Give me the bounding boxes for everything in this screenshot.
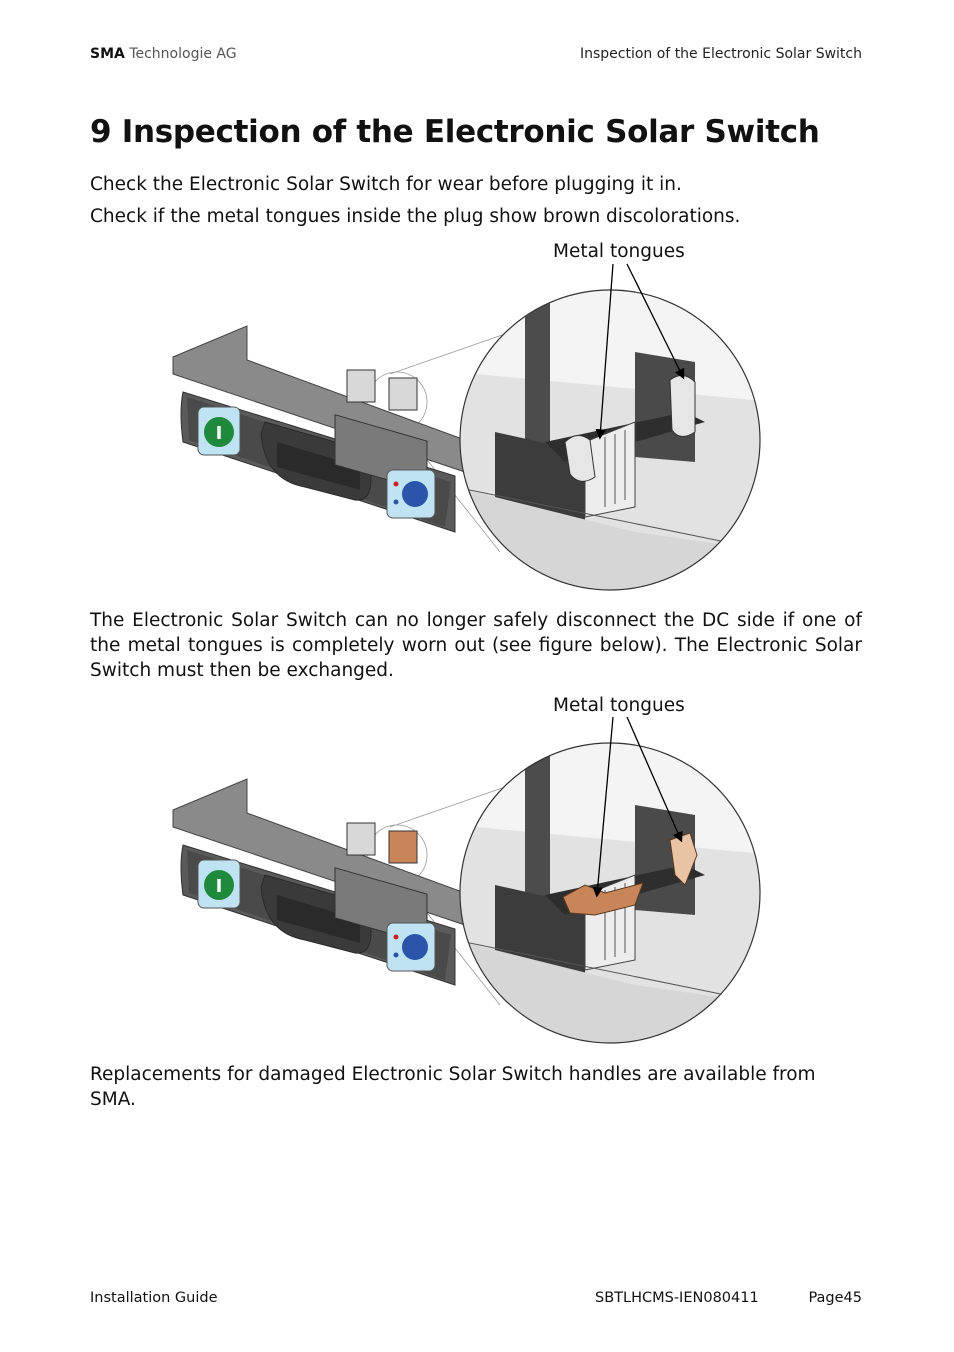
paragraph-replacements: Replacements for damaged Electronic Sola… bbox=[90, 1064, 816, 1110]
on-symbol-1: I bbox=[216, 423, 223, 444]
blue-off-button-1 bbox=[386, 469, 436, 519]
footer-page-number: Page45 bbox=[808, 1290, 862, 1306]
green-on-button-1: I bbox=[197, 406, 241, 456]
running-header-left: SMA Technologie AG bbox=[90, 46, 237, 62]
figure-ess-intact: I bbox=[172, 263, 761, 591]
magnified-plug-2 bbox=[460, 743, 760, 1043]
blue-off-button-2 bbox=[386, 922, 436, 972]
running-header-right: Inspection of the Electronic Solar Switc… bbox=[579, 46, 862, 62]
callout-metal-tongues-2: Metal tongues bbox=[553, 695, 685, 716]
company-suffix: Technologie AG bbox=[129, 46, 237, 62]
paragraph-check-discoloration: Check if the metal tongues inside the pl… bbox=[90, 206, 741, 227]
green-on-button-2: I bbox=[197, 859, 241, 909]
paragraph-worn-tongues: The Electronic Solar Switch can no longe… bbox=[90, 610, 862, 681]
figure-ess-worn: I bbox=[172, 716, 761, 1044]
page-title: 9 Inspection of the Electronic Solar Swi… bbox=[90, 114, 820, 150]
magnified-plug-1 bbox=[460, 290, 760, 590]
footer-guide-name: Installation Guide bbox=[90, 1290, 218, 1306]
footer-doc-id: SBTLHCMS-IEN080411 bbox=[595, 1290, 759, 1306]
paragraph-check-wear: Check the Electronic Solar Switch for we… bbox=[90, 174, 682, 195]
company-name: SMA bbox=[90, 46, 125, 62]
callout-metal-tongues-1: Metal tongues bbox=[553, 241, 685, 262]
on-symbol-2: I bbox=[216, 876, 223, 897]
